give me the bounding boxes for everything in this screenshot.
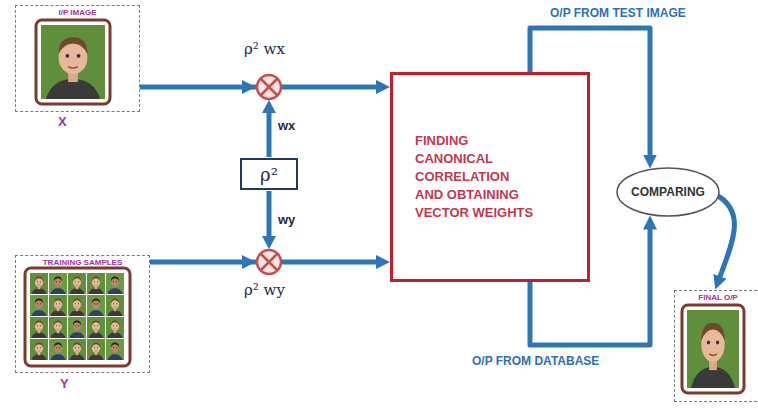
multiplier-top bbox=[242, 75, 281, 99]
weighted-input-label: ρ² wx bbox=[244, 40, 285, 58]
node-text: COMPARING bbox=[631, 185, 705, 199]
weight-box: ρ² bbox=[240, 158, 298, 190]
weight-label: wx bbox=[278, 118, 295, 133]
node-text: FINAL O/P bbox=[675, 291, 758, 302]
weighted-training-label: ρ² wy bbox=[244, 281, 285, 299]
edge-label: O/P FROM TEST IMAGE bbox=[548, 6, 688, 20]
multiplier-bottom bbox=[242, 250, 281, 274]
input-image-frame: I/P IMAGE bbox=[15, 5, 140, 112]
edge-label: O/P FROM DATABASE bbox=[470, 354, 601, 368]
node-text: TRAINING SAMPLES bbox=[16, 256, 149, 267]
process-box: FINDING CANONICAL CORRELATION AND OBTAIN… bbox=[390, 72, 590, 282]
flow-arrow bbox=[718, 196, 734, 282]
training-symbol: Y bbox=[60, 376, 69, 391]
node-text: ρ² bbox=[260, 164, 278, 185]
input-symbol: X bbox=[58, 114, 67, 129]
compare-ellipse: COMPARING bbox=[616, 167, 720, 217]
output-frame: FINAL O/P bbox=[674, 290, 758, 402]
node-text: I/P IMAGE bbox=[16, 6, 139, 17]
training-frame: TRAINING SAMPLES bbox=[15, 255, 150, 373]
weight-label: wy bbox=[278, 212, 295, 227]
node-text: FINDING CANONICAL CORRELATION AND OBTAIN… bbox=[415, 132, 535, 223]
